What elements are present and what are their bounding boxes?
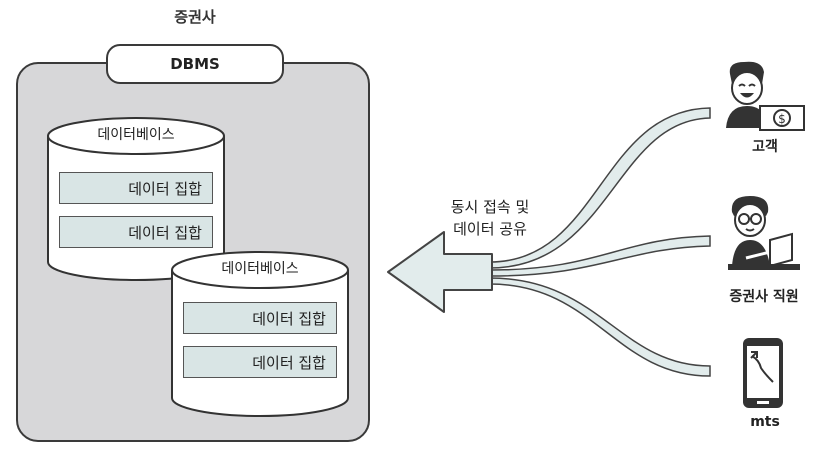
arrow-caption: 동시 접속 및 데이터 공유 xyxy=(420,196,560,240)
smartphone-chart-icon xyxy=(743,338,783,408)
actor-label-mts: mts xyxy=(750,414,780,430)
data-set: 데이터 집합 xyxy=(183,346,337,378)
data-set: 데이터 집합 xyxy=(59,216,213,248)
database-label: 데이터베이스 xyxy=(97,127,175,143)
arrow-caption-line2: 데이터 공유 xyxy=(453,220,527,238)
data-set: 데이터 집합 xyxy=(183,302,337,334)
employee-at-laptop-icon xyxy=(728,196,800,270)
diagram-title: 증권사 xyxy=(174,8,216,26)
arrow-caption-line1: 동시 접속 및 xyxy=(450,198,530,216)
connection-ribbons xyxy=(489,107,711,377)
database-label: 데이터베이스 xyxy=(221,261,299,277)
svg-text:$: $ xyxy=(778,112,786,126)
access-arrow xyxy=(387,231,493,313)
actor-label-employee: 증권사 직원 xyxy=(729,289,799,305)
actor-label-customer: 고객 xyxy=(752,139,778,155)
data-set: 데이터 집합 xyxy=(59,172,213,204)
customer-with-money-icon: $ xyxy=(726,61,805,131)
dbms-label: DBMS xyxy=(106,44,284,84)
